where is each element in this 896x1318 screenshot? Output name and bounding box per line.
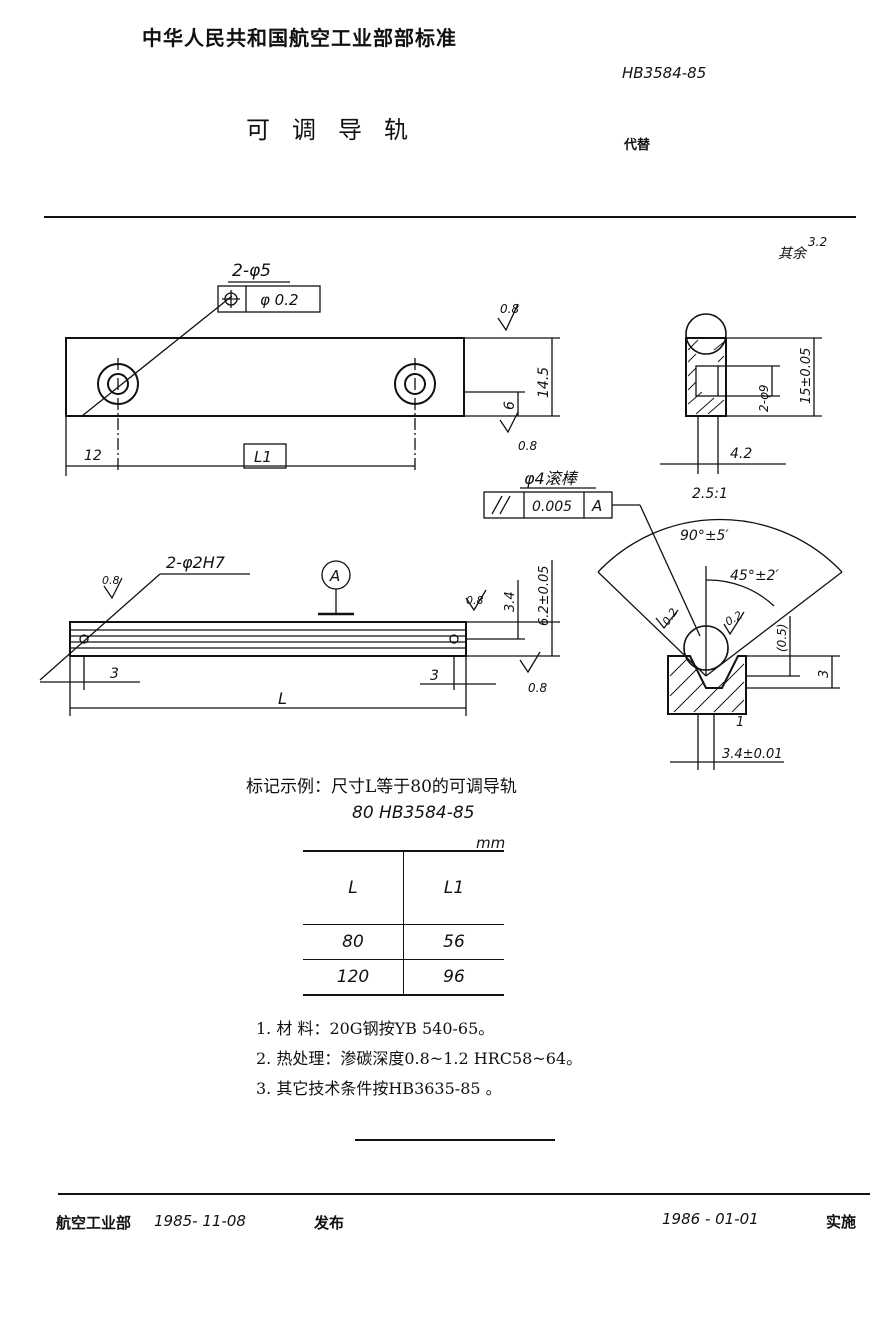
leader-line [81, 295, 233, 417]
end-view-roller [685, 313, 727, 355]
datum-label: A [329, 567, 340, 585]
table-cell: 56 [403, 924, 504, 960]
table-unit: mm [476, 834, 506, 852]
standard-code: HB3584-85 [622, 64, 707, 82]
note-item: 2. 热处理：渗碳深度0.8~1.2 HRC58~64。 [256, 1049, 583, 1068]
other-roughness-label: 其余 [778, 246, 808, 262]
replaces-label: 代替 [624, 138, 651, 153]
dim-l: L [278, 689, 287, 708]
footer-issuer: 航空工业部 [56, 1214, 132, 1232]
parallel-tol-value: 0.005 [532, 499, 572, 515]
leader-line [39, 573, 161, 681]
roughness-symbol [499, 411, 519, 434]
position-tol-frame [217, 285, 321, 313]
dim-12: 12 [84, 448, 102, 464]
roughness-value: 0.2 [723, 609, 745, 629]
note-item: 1. 材 料：20G钢按YB 540-65。 [256, 1019, 495, 1038]
roller-callout: φ4滚棒 [524, 469, 579, 488]
leader-line [639, 504, 701, 637]
dim-6-2: 6.2±0.05 [537, 565, 552, 626]
end-view-outline [685, 337, 727, 417]
dim-2-phi9: 2-φ9 [757, 384, 771, 412]
roughness-symbol [465, 589, 487, 612]
standard-org-title: 中华人民共和国航空工业部部标准 [142, 26, 457, 50]
note-item: 3. 其它技术条件按HB3635-85 。 [256, 1079, 502, 1098]
table-header-l: L [303, 850, 404, 925]
dim-1: 1 [736, 715, 744, 730]
table-header-l1: L1 [403, 850, 504, 925]
footer-issue-date: 1985- 11-08 [154, 1212, 246, 1230]
end-view-slot [695, 365, 719, 397]
roughness-value: 0.2 [660, 606, 681, 628]
roughness-symbol [655, 609, 679, 630]
top-view-outline [65, 337, 465, 417]
dim-4-2: 4.2 [730, 446, 752, 462]
end-rule [355, 1139, 555, 1141]
footer-rule [58, 1193, 870, 1195]
dim-l1: L1 [254, 448, 272, 466]
footer-issued: 发布 [314, 1214, 345, 1232]
dim-3-4: 3.4 [503, 591, 518, 612]
roughness-symbol [497, 303, 519, 332]
table-cell: 96 [403, 959, 504, 996]
table-row: 120 96 [303, 959, 504, 996]
dim-6: 6 [502, 401, 518, 410]
part-title: 可调导轨 [246, 116, 430, 144]
angle-arc [597, 518, 843, 573]
v-detail-profile [667, 655, 747, 715]
dim-15: 15±0.05 [799, 348, 814, 404]
dim-3: 3 [817, 670, 832, 678]
footer-effective: 实施 [826, 1213, 857, 1231]
roughness-value: 0.8 [518, 439, 537, 453]
dim-0-5: (0.5) [775, 624, 789, 652]
size-table: L L1 80 56 120 96 [303, 850, 504, 996]
top-rule [44, 216, 856, 218]
v-detail-roller [683, 625, 729, 671]
dim-14-5: 14.5 [536, 367, 552, 398]
table-cell: 120 [303, 959, 404, 996]
roughness-symbol [723, 611, 745, 636]
dim-3-right: 3 [430, 668, 439, 684]
roughness-value: 0.8 [466, 594, 484, 607]
other-roughness-value: 3.2 [808, 235, 827, 249]
marking-example-label: 标记示例：尺寸L等于80的可调导轨 [246, 777, 517, 797]
angle-total: 90°±5′ [680, 528, 729, 544]
dim-3-4-tol: 3.4±0.01 [722, 747, 783, 762]
marking-example-code: 80 HB3584-85 [352, 803, 475, 823]
footer-effective-date: 1986 - 01-01 [662, 1210, 759, 1228]
roughness-value: 0.8 [528, 681, 547, 695]
scale-label: 2.5:1 [692, 486, 728, 502]
roughness-value: 0.8 [102, 574, 120, 587]
roughness-value: 0.8 [500, 302, 519, 316]
table-row: 80 56 [303, 924, 504, 960]
dim-3-left: 3 [110, 666, 119, 682]
roughness-symbol [519, 651, 541, 674]
roughness-symbol [103, 577, 123, 600]
table-cell: 80 [303, 924, 404, 960]
angle-half: 45°±2′ [730, 568, 779, 584]
position-tol-value: φ 0.2 [260, 291, 299, 309]
table-header-row: L L1 [303, 850, 504, 925]
top-hole-callout: 2-φ5 [232, 261, 271, 281]
technical-notes: 1. 材 料：20G钢按YB 540-65。 2. 热处理：渗碳深度0.8~1.… [256, 1014, 582, 1104]
side-view-outline [69, 621, 467, 657]
parallel-datum: A [591, 497, 602, 515]
side-hole-callout: 2-φ2H7 [166, 553, 226, 572]
